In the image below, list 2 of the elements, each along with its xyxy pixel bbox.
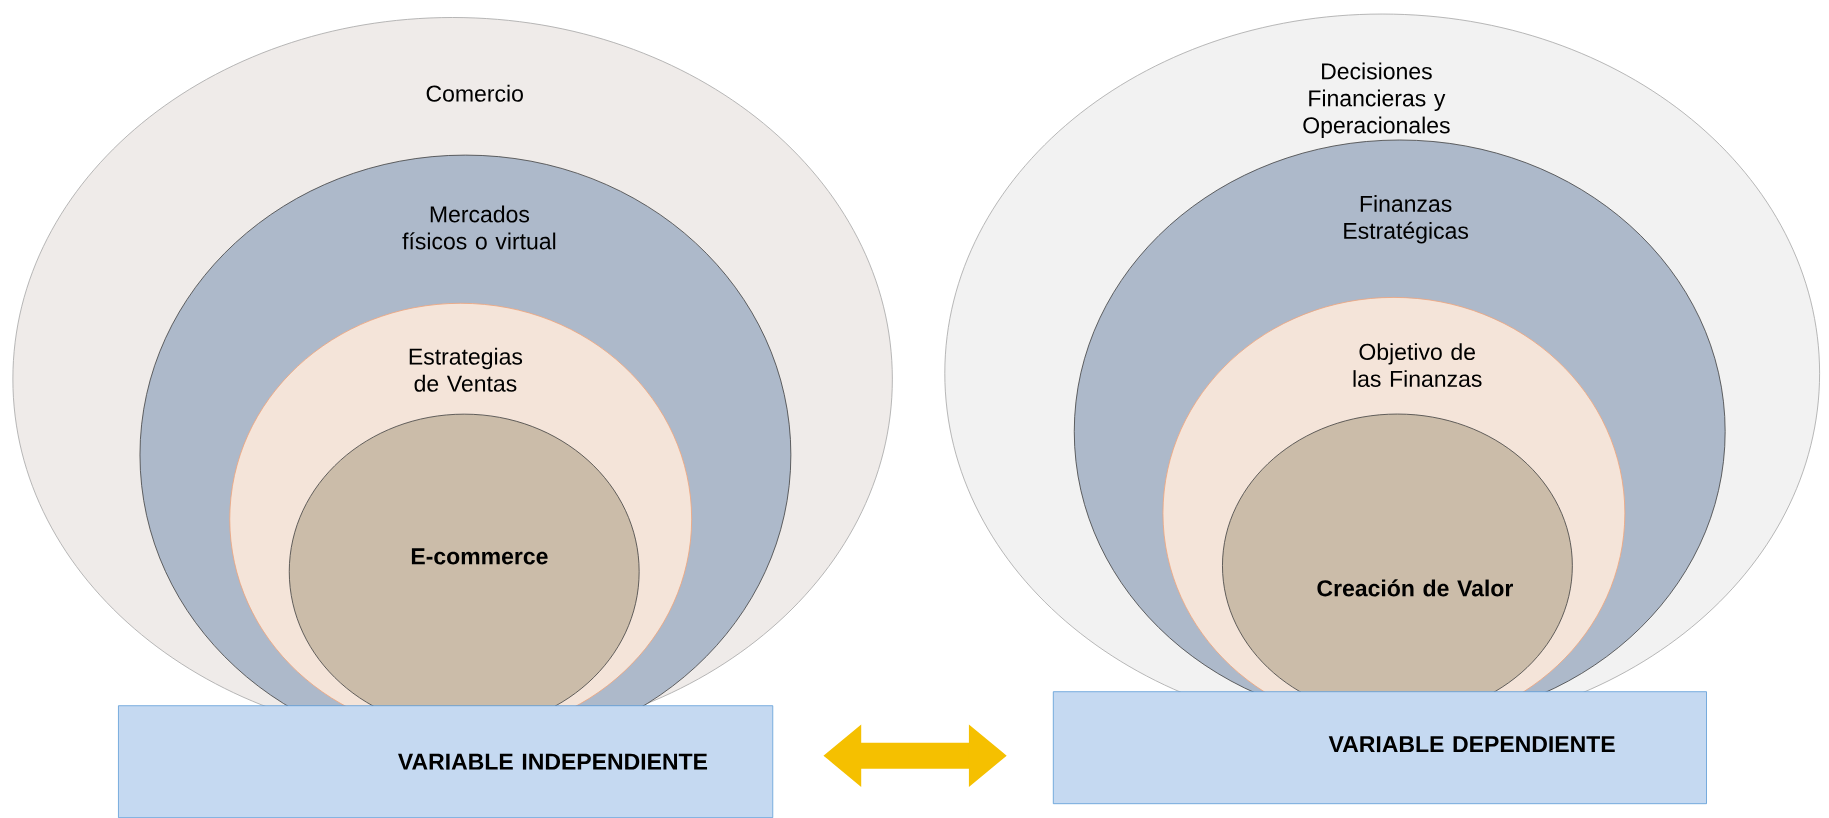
- label-box: VARIABLE INDEPENDIENTE: [118, 705, 774, 818]
- label-box: VARIABLE DEPENDIENTE: [1052, 691, 1707, 805]
